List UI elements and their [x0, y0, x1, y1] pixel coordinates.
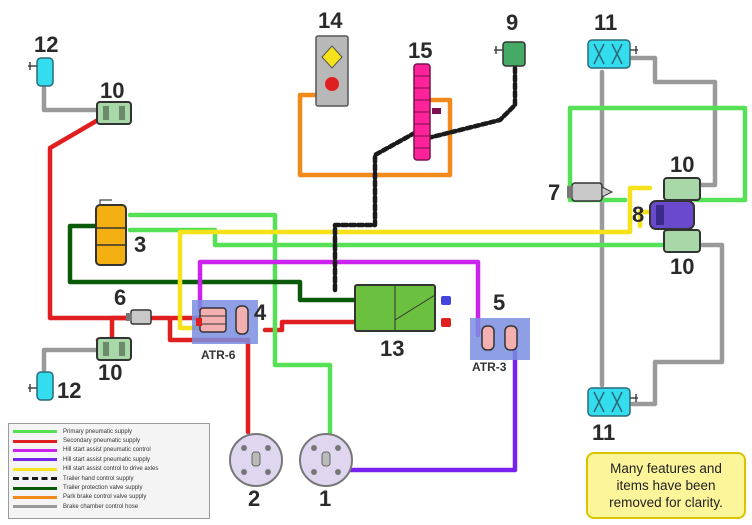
legend-label: Secondary pneumatic supply: [63, 438, 141, 445]
label-3: 3: [134, 232, 146, 257]
label-8: 8: [632, 202, 644, 227]
label-4: 4: [254, 300, 267, 325]
relay-valve-10-top-left: [96, 101, 132, 125]
spring-brake-chamber-11-bottom: [587, 387, 638, 417]
legend-label: Trailer hand control supply: [63, 475, 134, 482]
legend-swatch: [13, 458, 57, 462]
legend-item: Hill start assist pneumatic supply: [13, 455, 205, 464]
legend-label: Hill start assist pneumatic control: [63, 447, 151, 454]
label-11-bottom: 11: [592, 420, 615, 445]
label-11-top: 11: [594, 10, 617, 35]
legend-label: Primary pneumatic supply: [63, 428, 133, 435]
gladhand-2: [229, 433, 283, 487]
label-10-bottom-left: 10: [98, 360, 122, 385]
legend-swatch: [13, 448, 57, 452]
valve-8: [649, 200, 695, 230]
relay-valve-10-bottom-right: [663, 229, 701, 253]
legend-swatch: [13, 467, 57, 471]
trailer-control-valve-13: [354, 284, 451, 332]
legend-item: Trailer hand control supply: [13, 474, 205, 483]
trailer-protection-lines: [67, 223, 358, 303]
legend-item: Primary pneumatic supply: [13, 427, 205, 436]
valve-6: [126, 309, 152, 325]
air-dryer-3: [95, 199, 127, 266]
legend-item: Hill start assist control to drive axles: [13, 465, 205, 474]
legend-swatch: [13, 486, 57, 490]
label-14: 14: [318, 8, 343, 33]
legend-item: Park brake control valve supply: [13, 493, 205, 502]
label-2: 2: [248, 486, 260, 511]
label-5: 5: [493, 290, 505, 315]
legend-swatch: [13, 430, 57, 434]
valve-7: [567, 182, 614, 202]
relay-valve-10-bottom-left: [96, 337, 132, 361]
label-10-top-right: 10: [670, 152, 694, 177]
gladhand-1: [299, 433, 353, 487]
spring-brake-chamber-11-top: [587, 39, 638, 69]
legend-label: Brake chamber control hose: [63, 503, 139, 510]
legend-swatch: [13, 439, 57, 443]
trailer-hand-control-lines: [332, 65, 518, 293]
label-13: 13: [380, 336, 404, 361]
label-12-bottom: 12: [57, 378, 81, 403]
label-7: 7: [548, 180, 560, 205]
label-12-top: 12: [34, 32, 58, 57]
atr-6-valve-4: [192, 300, 258, 344]
legend-label: Hill start assist pneumatic supply: [63, 456, 151, 463]
hill-start-drive-axle-lines: [177, 185, 653, 331]
legend-label: Trailer protection valve supply: [63, 485, 143, 492]
label-atr-6: ATR-6: [201, 348, 236, 362]
brake-chamber-hoses: [41, 55, 725, 407]
secondary-supply-lines: [47, 117, 358, 435]
legend-label: Hill start assist control to drive axles: [63, 466, 159, 473]
park-brake-control-14: [315, 35, 349, 107]
legend-swatch: [13, 477, 57, 481]
hill-start-control-lines: [197, 259, 481, 338]
valve-9: [494, 41, 526, 67]
legend-item: Hill start assist pneumatic control: [13, 446, 205, 455]
label-15: 15: [408, 38, 432, 63]
label-6: 6: [114, 285, 126, 310]
legend-item: Trailer protection valve supply: [13, 483, 205, 492]
label-1: 1: [319, 486, 331, 511]
legend-item: Brake chamber control hose: [13, 502, 205, 511]
label-10-top-left: 10: [100, 78, 124, 103]
legend-item: Secondary pneumatic supply: [13, 436, 205, 445]
legend-label: Park brake control valve supply: [63, 494, 147, 501]
label-atr-3: ATR-3: [472, 360, 507, 374]
relay-valve-10-top-right: [663, 177, 701, 201]
legend-swatch: [13, 505, 57, 509]
legend-swatch: [13, 495, 57, 499]
brake-chamber-12-top: [28, 57, 54, 87]
trailer-hand-control-15: [413, 63, 441, 161]
label-9: 9: [506, 10, 518, 35]
atr-3-valve-5: [470, 318, 530, 360]
label-10-bottom-right: 10: [670, 254, 694, 279]
clarity-note: Many features and items have been remove…: [586, 452, 746, 519]
brake-chamber-12-bottom: [28, 371, 54, 401]
